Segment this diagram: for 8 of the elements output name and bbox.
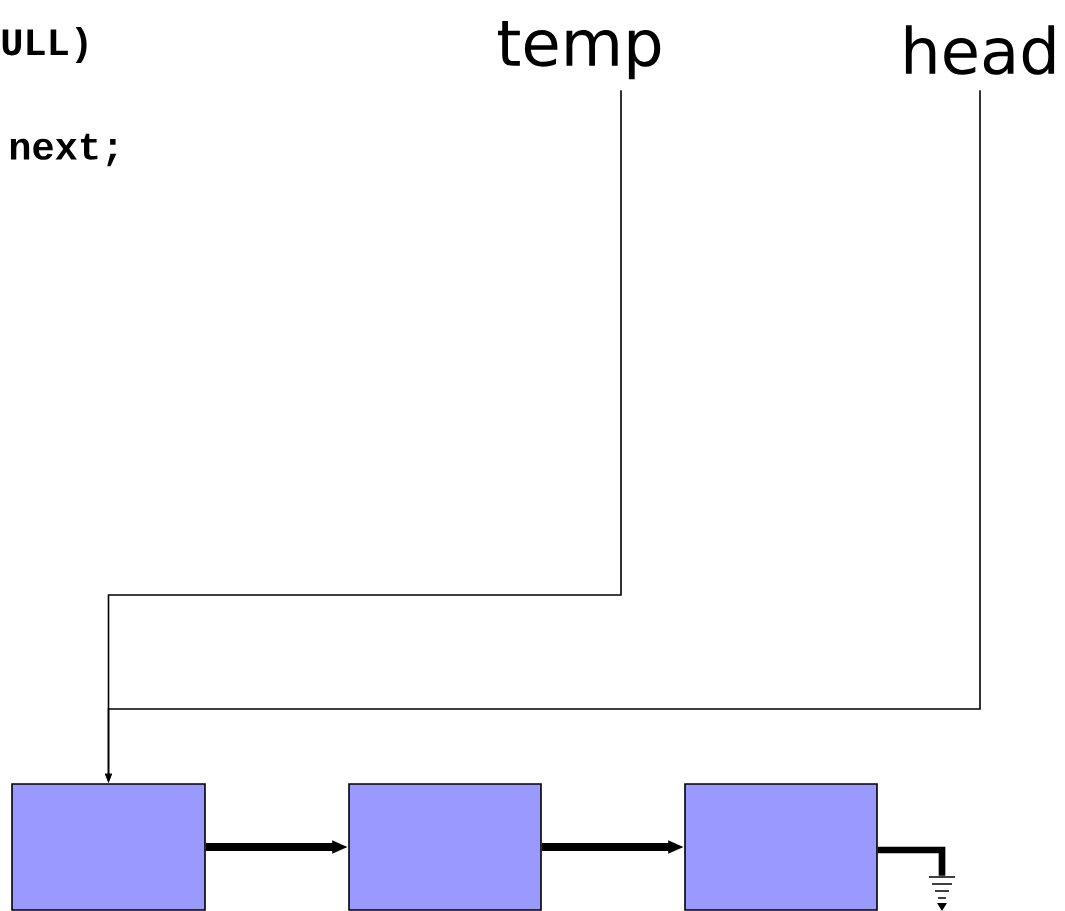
code-text: ULL): [2, 27, 87, 64]
variable-name: temp: [498, 20, 661, 80]
variable-name: head: [905, 25, 1055, 75]
list-node-box: [684, 783, 878, 911]
list-node-box: [348, 783, 542, 911]
list-node-box: [11, 783, 206, 911]
null-ground-symbol: [928, 876, 956, 911]
code-text: next;: [10, 133, 117, 167]
